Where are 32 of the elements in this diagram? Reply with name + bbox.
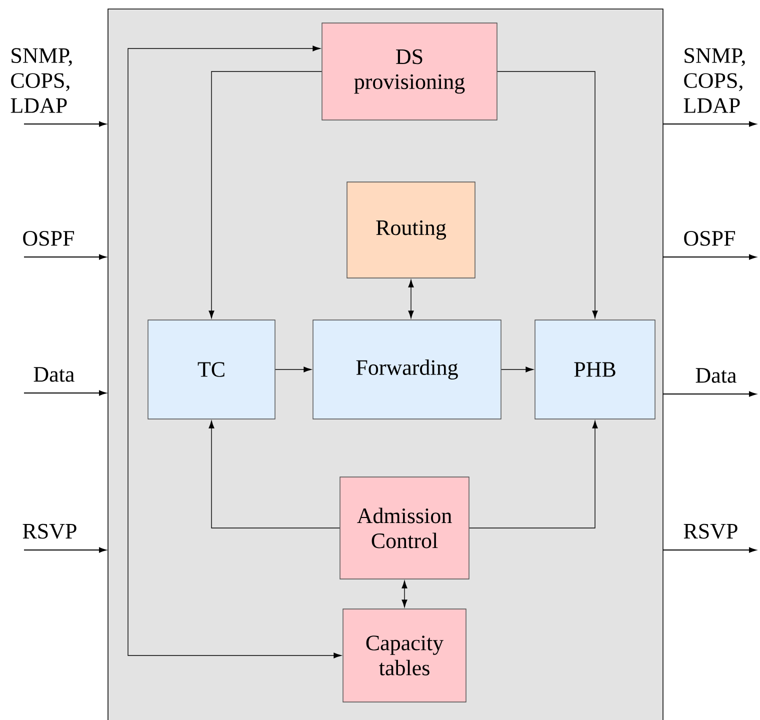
arrow [402,580,408,608]
arrow [662,391,756,397]
arrow [24,390,106,396]
arrow [662,121,756,127]
process-box: Forwarding [312,320,502,420]
edge-label: RSVP [22,524,76,539]
process-box: Admission Control [340,476,470,580]
edge-label: SNMP, COPS, LDAP [684,48,745,113]
process-box: Routing [346,182,476,278]
arrow [24,254,106,260]
edge-label: RSVP [684,524,738,539]
process-box: DS provisioning [322,22,498,120]
arrow [501,366,534,372]
edge-label: Data [696,368,736,383]
arrow [497,71,598,318]
arrow [408,280,414,318]
arrow [208,420,340,528]
arrow [24,121,106,127]
process-box: Capacity tables [342,608,466,702]
arrow [24,547,106,553]
arrow [469,420,598,528]
arrow [662,547,756,553]
edge-label: Data [34,367,74,382]
arrow [662,254,756,260]
edge-label: OSPF [684,231,735,246]
edge-label: OSPF [23,231,74,246]
arrow [208,71,322,318]
process-box: TC [148,320,276,420]
process-box: PHB [534,320,656,420]
arrow [275,366,312,372]
edge-label: SNMP, COPS, LDAP [10,48,72,113]
arrow [128,46,342,658]
